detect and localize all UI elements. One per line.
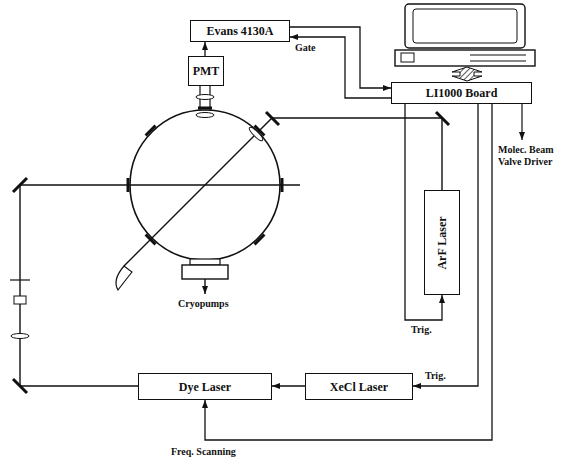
monitor-screen [413,9,517,43]
chamber-port [146,126,156,136]
data-bus-arrow [452,67,482,81]
box-label: XeCl Laser [330,379,388,394]
signal-label: Trig. [410,324,433,336]
signal-connector [413,104,478,386]
pump-port [182,265,228,279]
box-label: ArF Laser [435,216,450,269]
mirror [436,112,449,125]
laser-box: ArF Laser [424,190,460,295]
mirror [13,379,27,393]
signal-label: Trig. [424,370,447,382]
laser-box: Dye Laser [138,373,272,400]
box-label: PMT [193,64,220,79]
interface-board-box: LI1000 Board [391,82,532,104]
drive-slot [470,54,526,55]
light-horn [116,266,132,290]
box-label: LI1000 Board [426,86,498,101]
arf-beam [124,118,442,266]
box-label: Dye Laser [179,379,231,394]
collection-lens [196,95,214,100]
signal-connector [290,27,391,88]
signal-label: Gate [294,42,317,54]
chamber-port [254,234,264,244]
polarizer [14,296,26,304]
aperture [10,279,30,280]
detector-box: PMT [188,56,225,86]
lens [11,334,29,339]
signal-connector [290,37,391,98]
collection-lens [196,113,214,118]
output-label: Molec. Beam Valve Driver [497,144,565,167]
signal-connector [204,42,205,56]
pump-flange [190,259,220,265]
signal-connector [272,385,305,386]
mirror [13,178,27,192]
mirror [266,112,279,125]
dye-beam [20,185,300,386]
box-label: Evans 4130A [206,24,273,39]
drive-slot [470,60,526,61]
laser-box: XeCl Laser [305,373,413,400]
computer-case [395,50,535,66]
part-label: Cryopumps [177,298,230,310]
case-panel [401,53,414,62]
pump-arrow [204,279,205,294]
monitor [405,4,525,48]
valve-driver-line [521,104,522,140]
signal-label: Freq. Scanning [170,446,237,458]
lens [248,126,264,142]
counter-box: Evans 4130A [190,20,290,42]
